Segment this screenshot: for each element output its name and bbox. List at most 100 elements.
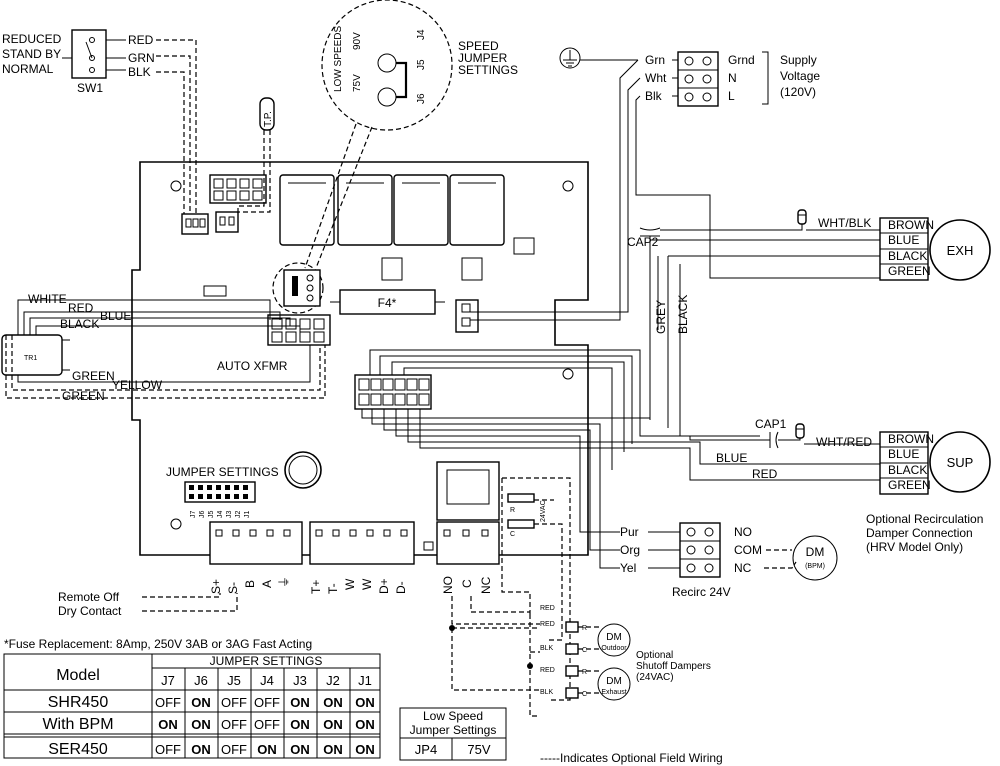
remote-off-label: Remote Off [58,590,120,604]
damper-terminal-outdoor: R C [565,621,587,655]
table-value-cell: OFF [155,695,181,710]
recirc-damper-motor: DM (BPM) [792,535,838,581]
damper-terminal-exhaust: R C [565,665,587,699]
speed-jumper-detail [321,0,453,131]
terminal-label: B [243,580,257,588]
supply-motor-label: SUP [947,455,974,470]
supply-motor: SUP [929,431,991,493]
recirc-24v-label: Recirc 24V [672,585,731,599]
wire-nut [797,209,807,225]
low-speed-table: Low Speed Jumper Settings JP4 75V [399,707,507,761]
speed-75v-label: 75V [352,74,363,92]
switch-sw1-label: SW1 [77,81,103,95]
table-value-cell: ON [323,695,343,710]
low-speed-title-1: Low Speed [423,709,483,723]
terminal-label: D+ [377,578,391,594]
exh-splice-label: WHT/BLK [818,216,871,230]
table-value-cell: ON [257,742,277,757]
terminal-label: NO [441,576,455,594]
jumper-settings-title: JUMPER SETTINGS [166,465,279,479]
board-mount-hole [170,518,182,530]
terminal-label: S- [226,582,240,594]
wire-grey-label: GREY [654,300,668,334]
recirc-dm-label: DM [806,545,825,559]
wire-yellow-label: YELLOW [112,378,163,392]
exhaust-motor: EXH [929,219,991,281]
speed-j4-label: J4 [416,29,427,40]
table-value-cell: ON [290,742,310,757]
switch-wire-grn: GRN [128,51,155,65]
supply-term-grnd: Grnd [728,53,755,67]
supply-title-1: Supply [780,53,817,67]
exhaust-motor-label: EXH [947,243,974,258]
board-connector-2pin-fuse [455,299,479,333]
table-col-header: J7 [161,673,175,688]
optional-wiring-legend: -----Indicates Optional Field Wiring [540,751,723,765]
transformer-label: TR1 [24,355,37,362]
board-component [461,257,483,281]
table-group-header: JUMPER SETTINGS [210,654,323,668]
table-col-header: J2 [326,673,340,688]
recirc-note-3: (HRV Model Only) [866,540,963,554]
damper-note-3: (24VAC) [636,672,674,683]
damper-wire-blk-2: BLK [540,689,554,696]
table-col-header: J5 [227,673,241,688]
sup-wire-brown: BROWN [888,432,934,446]
terminal-label: D- [394,581,408,594]
board-connector-3pin [181,213,209,235]
board-component [381,257,403,281]
speed-j5-label: J5 [416,59,427,70]
buzzer [284,451,322,489]
speed-title-3: SETTINGS [458,63,518,77]
table-value-cell: OFF [254,717,280,732]
recirc-wire-pur: Pur [620,525,639,539]
terminal-label: NC [479,576,493,594]
damper-wire-blk: BLK [540,645,554,652]
jumper-header [184,481,256,503]
supply-title-3: (120V) [780,85,816,99]
table-model-cell: SER450 [48,741,108,758]
ground-symbol [559,47,581,69]
damper-wire-red: RED [540,605,555,612]
fuse-note: *Fuse Replacement: 8Amp, 250V 3AB or 3AG… [4,637,312,651]
damper-r-label: R [582,625,587,632]
board-component [513,237,535,255]
speed-title-1: SPEED [458,39,499,53]
board-component [423,541,434,551]
recirc-note-1: Optional Recirculation [866,512,983,526]
table-value-cell: ON [355,695,375,710]
terminal-label: ⏚ [277,576,291,588]
low-speed-title-2: Jumper Settings [410,723,497,737]
jumper-label: J4 [217,511,224,519]
circuit-board-outline [131,161,589,556]
wire-blue-label: BLUE [100,309,131,323]
table-value-cell: OFF [254,695,280,710]
switch-wire-blk: BLK [128,65,151,79]
table-value-cell: OFF [155,742,181,757]
switch-label-standby: STAND BY [2,47,61,61]
table-value-cell: OFF [221,742,247,757]
auto-xfmr-label: AUTO XFMR [217,359,288,373]
table-col-model: Model [56,667,100,684]
switch-label-normal: NORMAL [2,62,54,76]
terminal-label: T+ [309,580,323,594]
sup-wire-black: BLACK [888,463,927,477]
board-connector-2pin [215,211,239,233]
damper-motor-exhaust: DM Exhaust [597,667,631,701]
terminal-block-relay [436,521,500,565]
wire-black-vertical-label: BLACK [676,295,690,334]
relay-bank [279,174,505,246]
damper-r-label-2: R [582,669,587,676]
damper-dm-exhaust: DM [606,676,622,687]
table-col-header: J1 [358,673,372,688]
table-model-cell: SHR450 [48,694,109,711]
auto-xfmr-connector [267,314,331,346]
terminal-label: W [343,578,357,590]
supply-wire-wht: Wht [645,71,667,85]
table-value-cell: OFF [221,717,247,732]
table-value-cell: ON [323,717,343,732]
damper-c-label-2: C [582,691,587,698]
table-value-cell: ON [355,717,375,732]
